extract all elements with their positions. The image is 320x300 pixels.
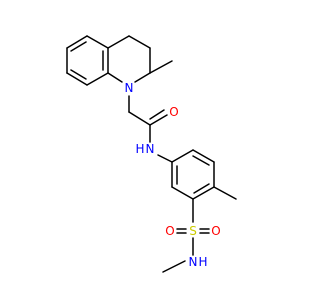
bond	[107, 72, 123, 83]
bond	[149, 60, 173, 74]
atom-n-sulfonamide: N	[189, 255, 198, 269]
bond	[86, 35, 109, 49]
bond	[192, 186, 215, 200]
bond	[66, 35, 88, 49]
bond	[213, 186, 237, 200]
bond	[134, 72, 151, 83]
bond	[193, 183, 210, 194]
bond	[192, 149, 215, 163]
atom-o-sulfonyl-right: O	[211, 224, 220, 238]
bond	[66, 72, 88, 86]
atom-labels: N O N H S O O N H	[125, 81, 221, 269]
bond	[171, 149, 194, 163]
bond	[149, 114, 168, 126]
molecule-structure: N O N H S O O N H	[66, 35, 237, 273]
bond	[162, 260, 186, 273]
bond	[157, 154, 173, 163]
bond	[70, 41, 87, 52]
bond	[171, 186, 194, 200]
molecule-canvas: N O N H S O O N H	[66, 35, 237, 273]
atom-h-sulfonamide: H	[198, 255, 207, 269]
bond	[192, 155, 210, 166]
bond	[86, 72, 109, 86]
atom-h-amide: H	[135, 142, 144, 156]
bond	[149, 109, 165, 120]
bonds	[66, 35, 237, 273]
atom-n-amide: N	[146, 142, 155, 156]
bond	[70, 69, 87, 80]
bond	[128, 111, 151, 126]
bond	[128, 35, 151, 49]
atom-o-amide: O	[169, 105, 178, 119]
atom-n-ring: N	[125, 81, 134, 95]
atom-s-sulfonyl: S	[189, 224, 197, 238]
bond	[107, 35, 130, 49]
atom-o-sulfonyl-left: O	[165, 224, 174, 238]
